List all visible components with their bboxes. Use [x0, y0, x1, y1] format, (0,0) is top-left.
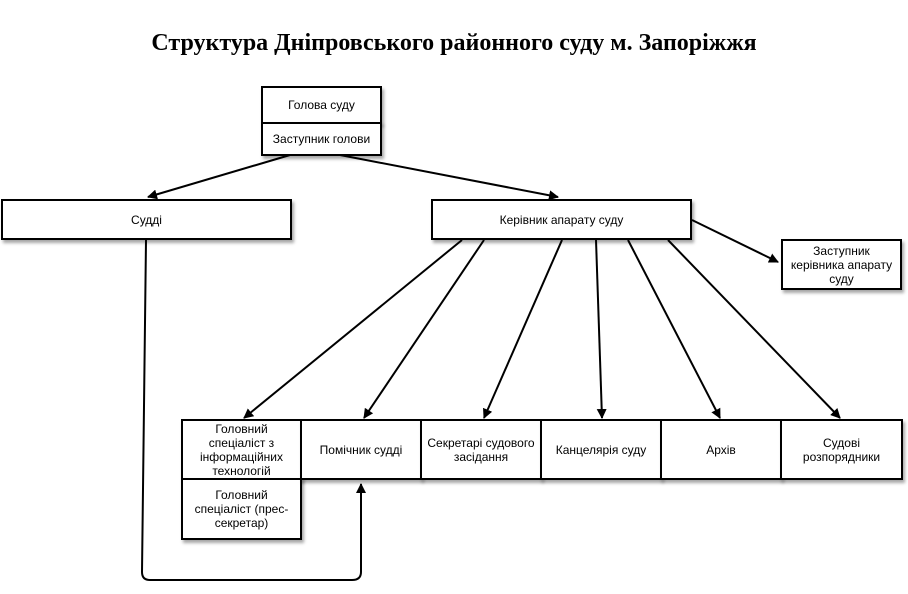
head-of-court-box: Голова суду: [261, 86, 382, 124]
archive-box: Архів: [660, 419, 782, 480]
judge-assistant-box: Помічник судді: [300, 419, 422, 480]
court-secretaries-box: Секретарі судового засідання: [420, 419, 542, 480]
arrow-office-head-to-deputy: [691, 219, 779, 263]
it-specialist-box: Головний спеціаліст з інформаційних техн…: [181, 419, 302, 480]
diagram-title: Структура Дніпровського районного суду м…: [151, 30, 757, 56]
arrow-office-head-to-secretaries: [483, 239, 563, 419]
arrow-deputy-head-to-office-head: [339, 154, 559, 201]
press-secretary-box: Головний спеціаліст (прес-секретар): [181, 478, 302, 540]
judges-box: Судді: [1, 199, 292, 240]
arrow-office-head-to-judge-assistant: [363, 239, 485, 419]
court-clerks-box: Судові розпорядники: [780, 419, 903, 480]
arrow-deputy-head-to-judges: [147, 154, 291, 200]
arrow-office-head-to-archive: [627, 239, 721, 419]
arrow-office-head-to-court-clerks: [667, 239, 841, 419]
deputy-office-head-box: Заступник керівника апарату суду: [781, 239, 902, 290]
arrow-office-head-to-chancellery: [595, 239, 607, 419]
arrow-office-head-to-it-specialist: [243, 239, 463, 419]
office-head-box: Керівник апарату суду: [431, 199, 692, 240]
deputy-head-box: Заступник голови: [261, 122, 382, 156]
chancellery-box: Канцелярія суду: [540, 419, 662, 480]
arrow-judges-to-judge-assistant: [140, 239, 366, 581]
